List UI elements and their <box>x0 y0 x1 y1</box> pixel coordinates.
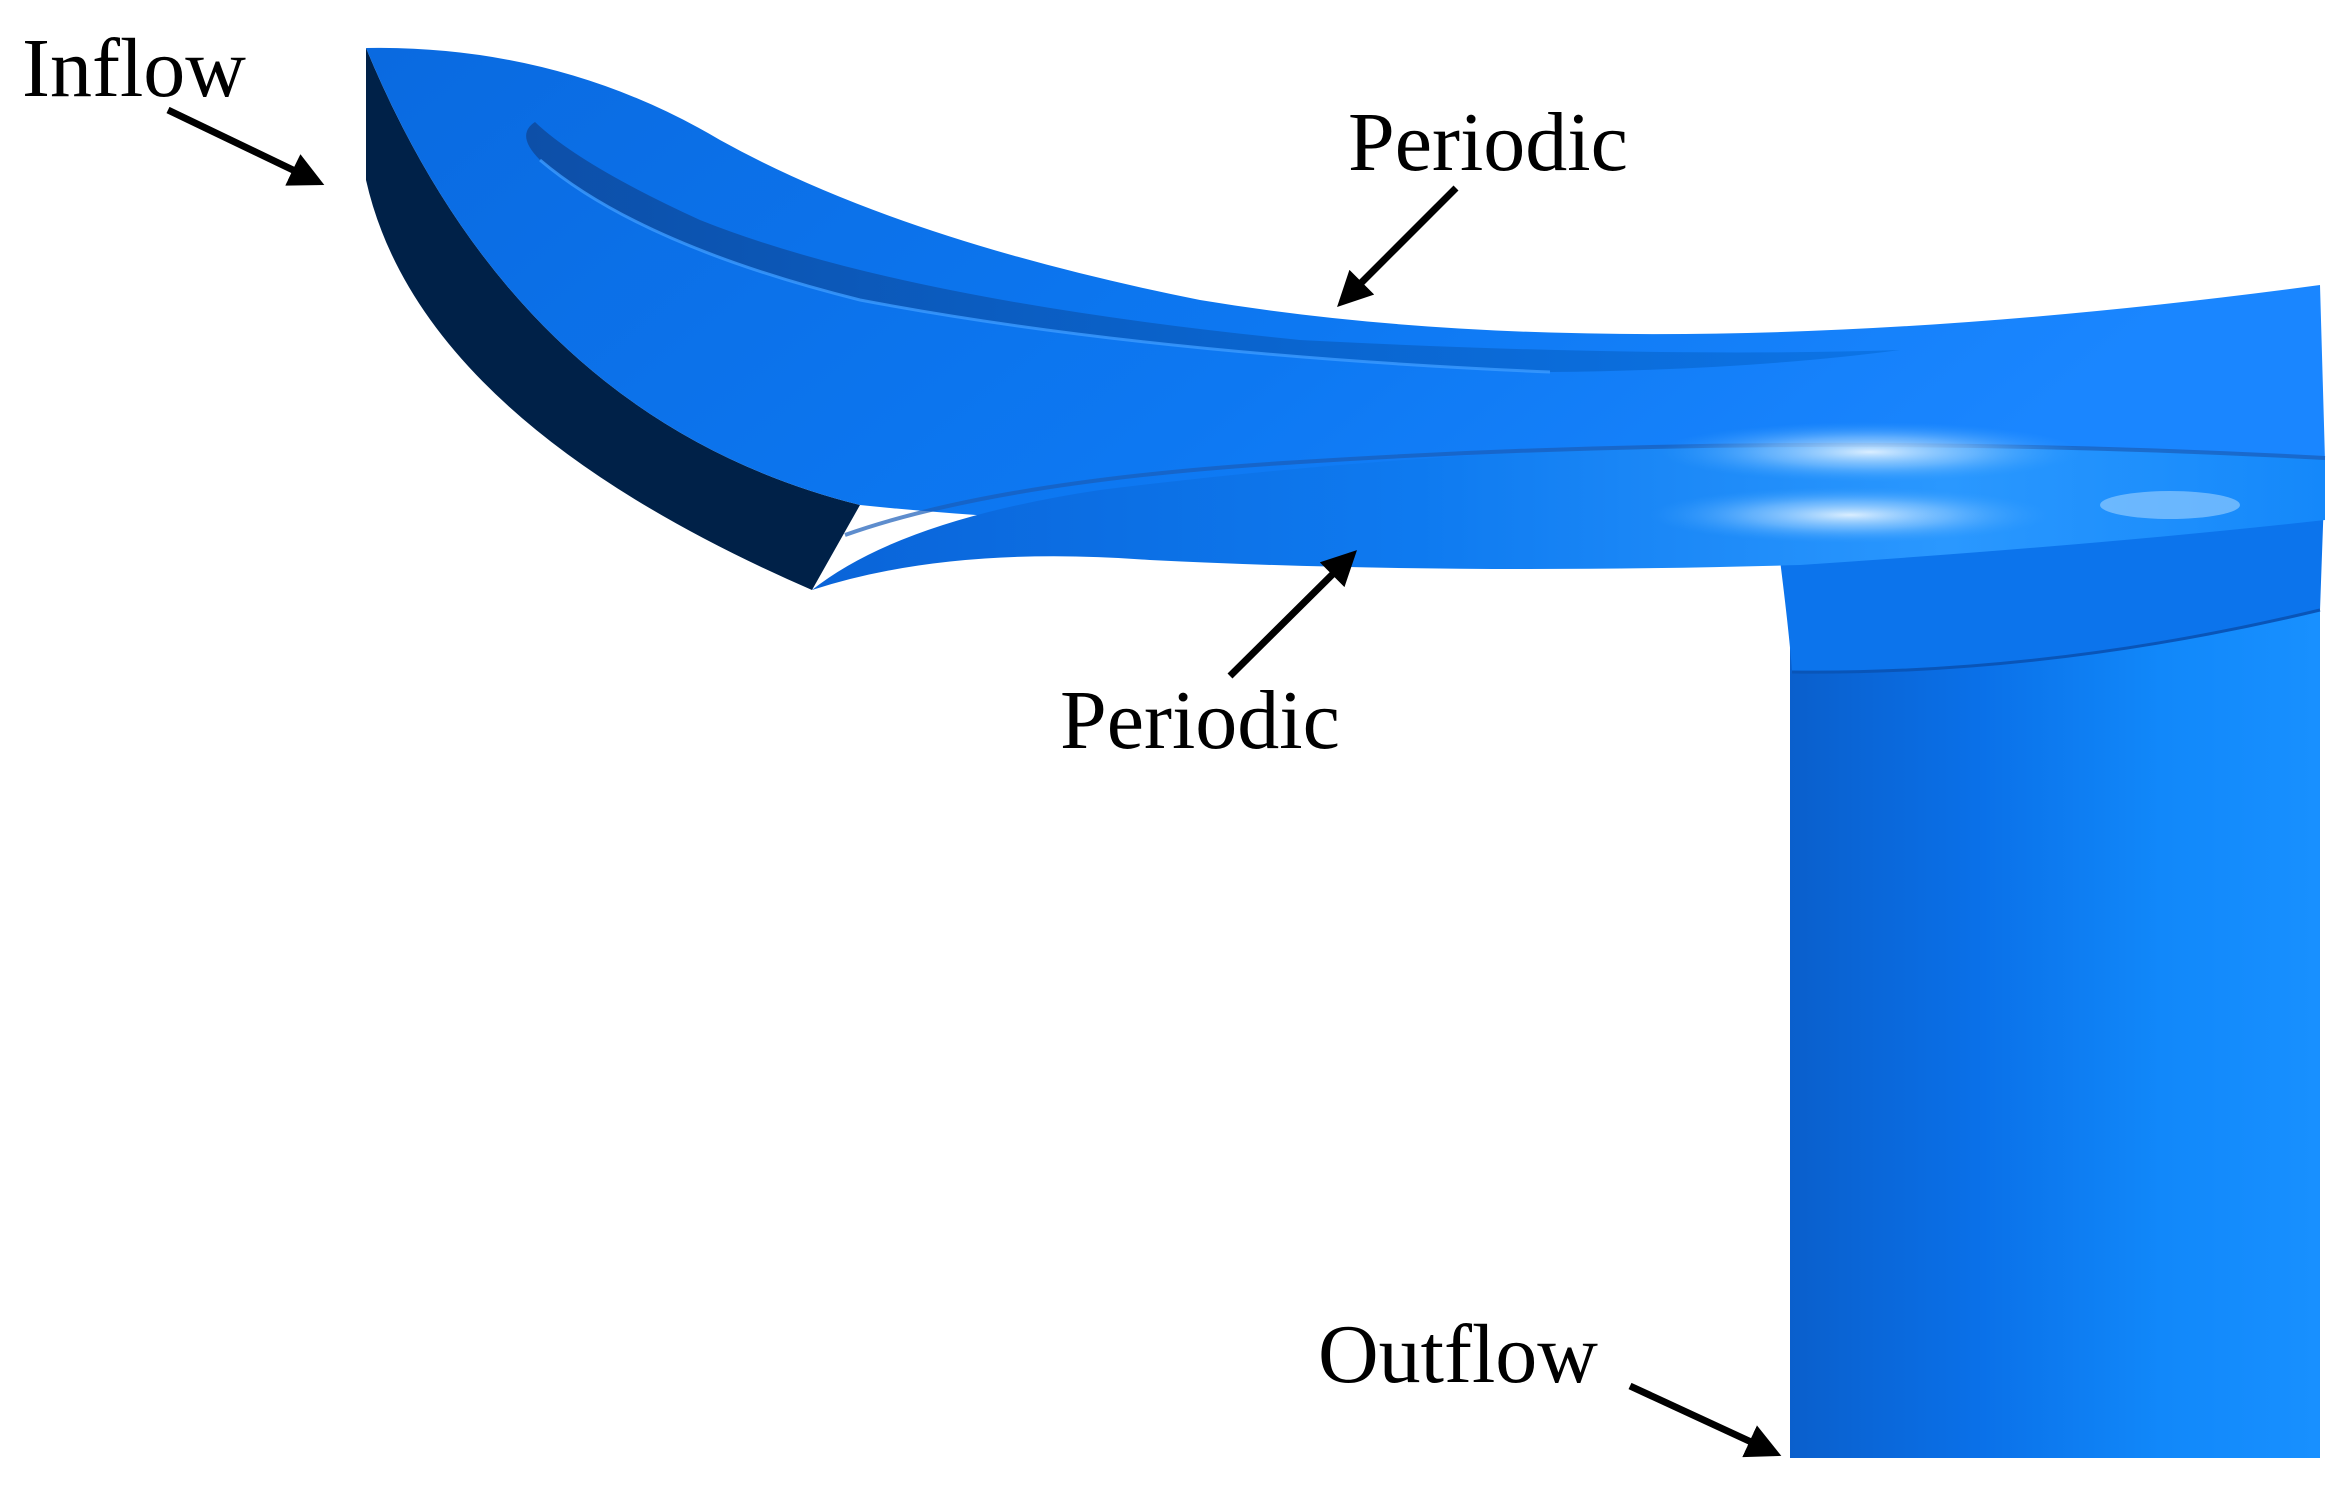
groove-edge <box>539 158 1551 374</box>
periodic-top-label: Periodic <box>1348 96 1628 189</box>
inflow-label: Inflow <box>22 22 246 115</box>
outflow-cylinder <box>1780 470 2325 1458</box>
cylinder-seam <box>1791 608 2321 674</box>
highlight-lower <box>1650 487 2050 543</box>
inlet-side-wall <box>366 48 860 590</box>
periodic-wall-band <box>812 444 2325 590</box>
inflow-arrow <box>166 106 325 186</box>
periodic-bottom-arrow <box>1227 550 1357 679</box>
periodic-bottom-label: Periodic <box>1060 674 1340 767</box>
periodic-top-arrow <box>1337 185 1459 307</box>
cylinder-body <box>1790 548 2320 1458</box>
outflow-arrow <box>1628 1382 1782 1458</box>
passage-top-surface <box>366 47 2325 528</box>
highlight-right <box>2100 491 2240 519</box>
outflow-label: Outflow <box>1318 1308 1598 1401</box>
highlight-upper <box>1660 422 2080 482</box>
